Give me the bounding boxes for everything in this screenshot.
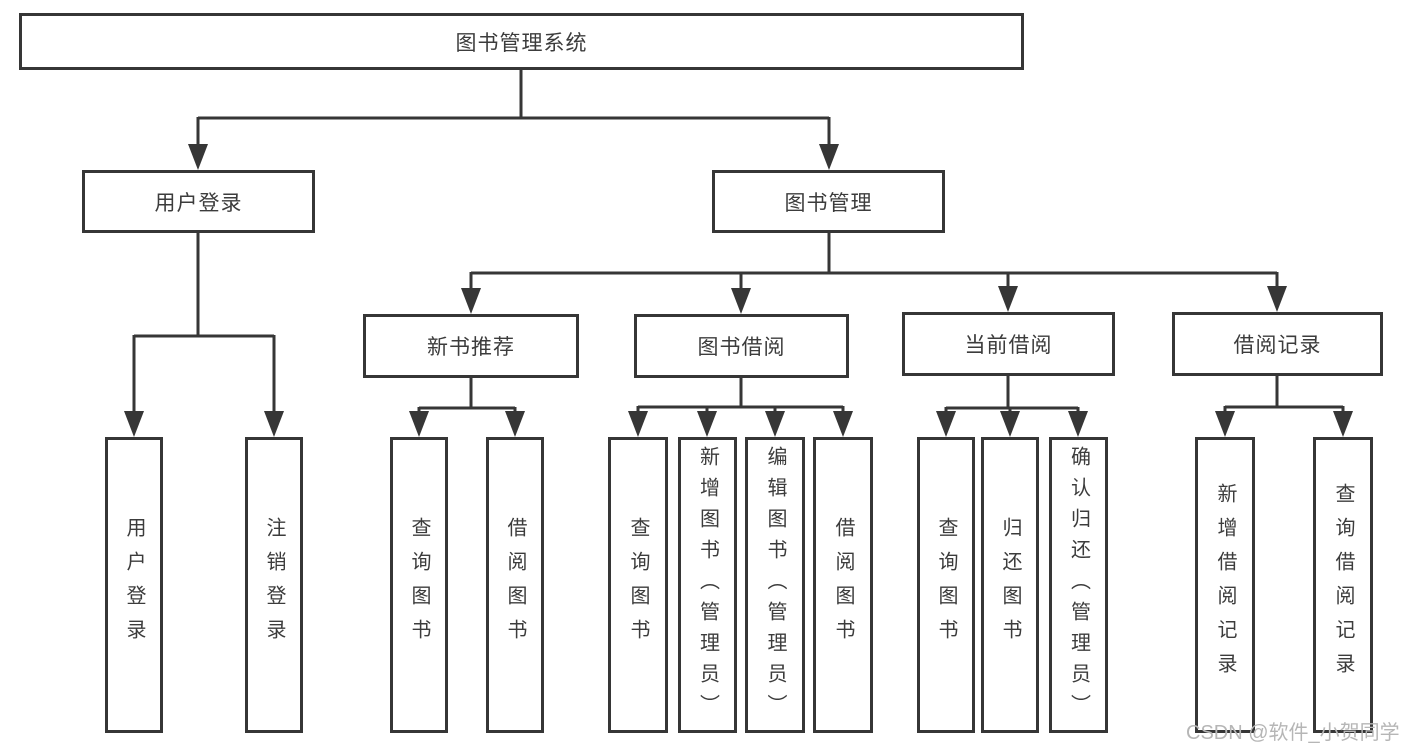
leaf-confirm-return-admin: 确认归还（管理员） xyxy=(1049,437,1108,733)
node-label: 查询图书 xyxy=(627,517,649,653)
node-label: 注销登录 xyxy=(263,517,285,653)
node-label: 用户登录 xyxy=(154,191,243,215)
node-label: 借阅图书 xyxy=(832,517,854,653)
leaf-query-books: 查询图书 xyxy=(390,437,448,733)
node-label: 新书推荐 xyxy=(427,336,515,359)
node-label: 图书管理系统 xyxy=(455,31,588,55)
node-label: 确认归还（管理员） xyxy=(1067,445,1090,725)
node-book-borrowing: 图书借阅 xyxy=(634,314,849,378)
leaf-edit-books-admin: 编辑图书（管理员） xyxy=(745,437,805,733)
leaf-query-books: 查询图书 xyxy=(917,437,975,733)
node-label: 查询图书 xyxy=(935,517,957,653)
node-label: 新增图书（管理员） xyxy=(696,445,719,725)
node-book-management: 图书管理 xyxy=(712,170,945,233)
node-root-library-system: 图书管理系统 xyxy=(19,13,1024,70)
csdn-watermark: CSDN @软件_小贺同学 xyxy=(1186,722,1400,744)
node-label: 图书管理 xyxy=(784,191,873,215)
leaf-add-books-admin: 新增图书（管理员） xyxy=(678,437,737,733)
node-label: 查询借阅记录 xyxy=(1332,483,1354,687)
leaf-query-borrow-record: 查询借阅记录 xyxy=(1313,437,1373,733)
node-label: 用户登录 xyxy=(123,517,145,653)
leaf-borrow-books: 借阅图书 xyxy=(813,437,873,733)
node-label: 新增借阅记录 xyxy=(1214,483,1236,687)
node-new-book-recommendation: 新书推荐 xyxy=(363,314,579,378)
node-borrowing-records: 借阅记录 xyxy=(1172,312,1383,376)
node-label: 编辑图书（管理员） xyxy=(764,445,786,725)
node-label: 借阅图书 xyxy=(504,517,526,653)
node-current-borrowing: 当前借阅 xyxy=(902,312,1115,376)
node-label: 查询图书 xyxy=(408,517,430,653)
leaf-add-borrow-record: 新增借阅记录 xyxy=(1195,437,1255,733)
leaf-borrow-books: 借阅图书 xyxy=(486,437,544,733)
node-label: 当前借阅 xyxy=(964,334,1053,357)
node-label: 归还图书 xyxy=(999,517,1021,653)
leaf-query-books: 查询图书 xyxy=(608,437,668,733)
node-label: 图书借阅 xyxy=(697,336,786,359)
node-label: 借阅记录 xyxy=(1233,334,1322,357)
leaf-return-books: 归还图书 xyxy=(981,437,1039,733)
leaf-logout: 注销登录 xyxy=(245,437,303,733)
node-user-login: 用户登录 xyxy=(82,170,315,233)
leaf-user-login: 用户登录 xyxy=(105,437,163,733)
